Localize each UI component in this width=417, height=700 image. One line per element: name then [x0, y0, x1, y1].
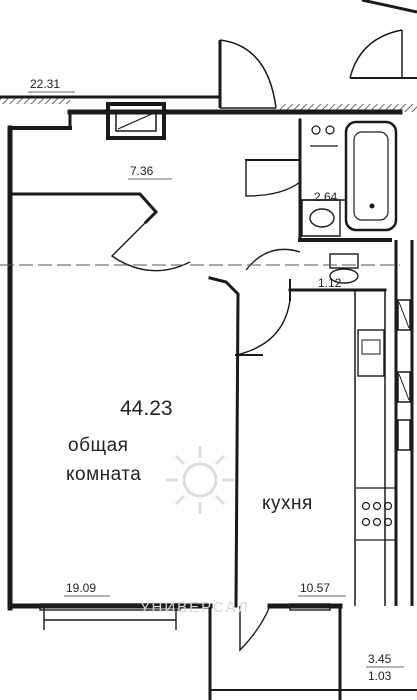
room-label-living-line2: комната: [66, 464, 141, 485]
area-label-top-left: 22.31: [30, 77, 60, 91]
watermark-text: УНИВЕРСАЛ: [140, 599, 250, 616]
interior-walls: [8, 118, 392, 608]
area-label-living: 19.09: [66, 581, 96, 595]
watermark-sun-logo: [166, 446, 234, 514]
upper-neighbour-outline: [0, 0, 417, 109]
room-label-kitchen: кухня: [262, 493, 313, 514]
ventilation-shaft: [106, 102, 166, 140]
area-label-wc: 1.12: [318, 276, 342, 290]
total-area-label: 44.23: [120, 397, 173, 420]
bathtub: [344, 120, 398, 232]
area-label-balcony-2: 1.03: [368, 669, 392, 683]
room-label-living-line1: общая: [68, 435, 128, 456]
area-label-balcony: 3.45: [368, 652, 392, 666]
toilet: [329, 253, 359, 284]
pipes: [310, 125, 338, 147]
kitchen-fixtures: [354, 290, 396, 606]
area-label-hall: 7.36: [130, 164, 154, 178]
right-wall: [394, 240, 414, 606]
top-hatched-wall: [0, 98, 417, 112]
sink: [301, 199, 341, 237]
windows: [39, 603, 331, 652]
area-label-kitchen: 10.57: [300, 581, 330, 595]
doors: [110, 160, 346, 356]
area-label-bathroom: 2.64: [314, 190, 338, 204]
